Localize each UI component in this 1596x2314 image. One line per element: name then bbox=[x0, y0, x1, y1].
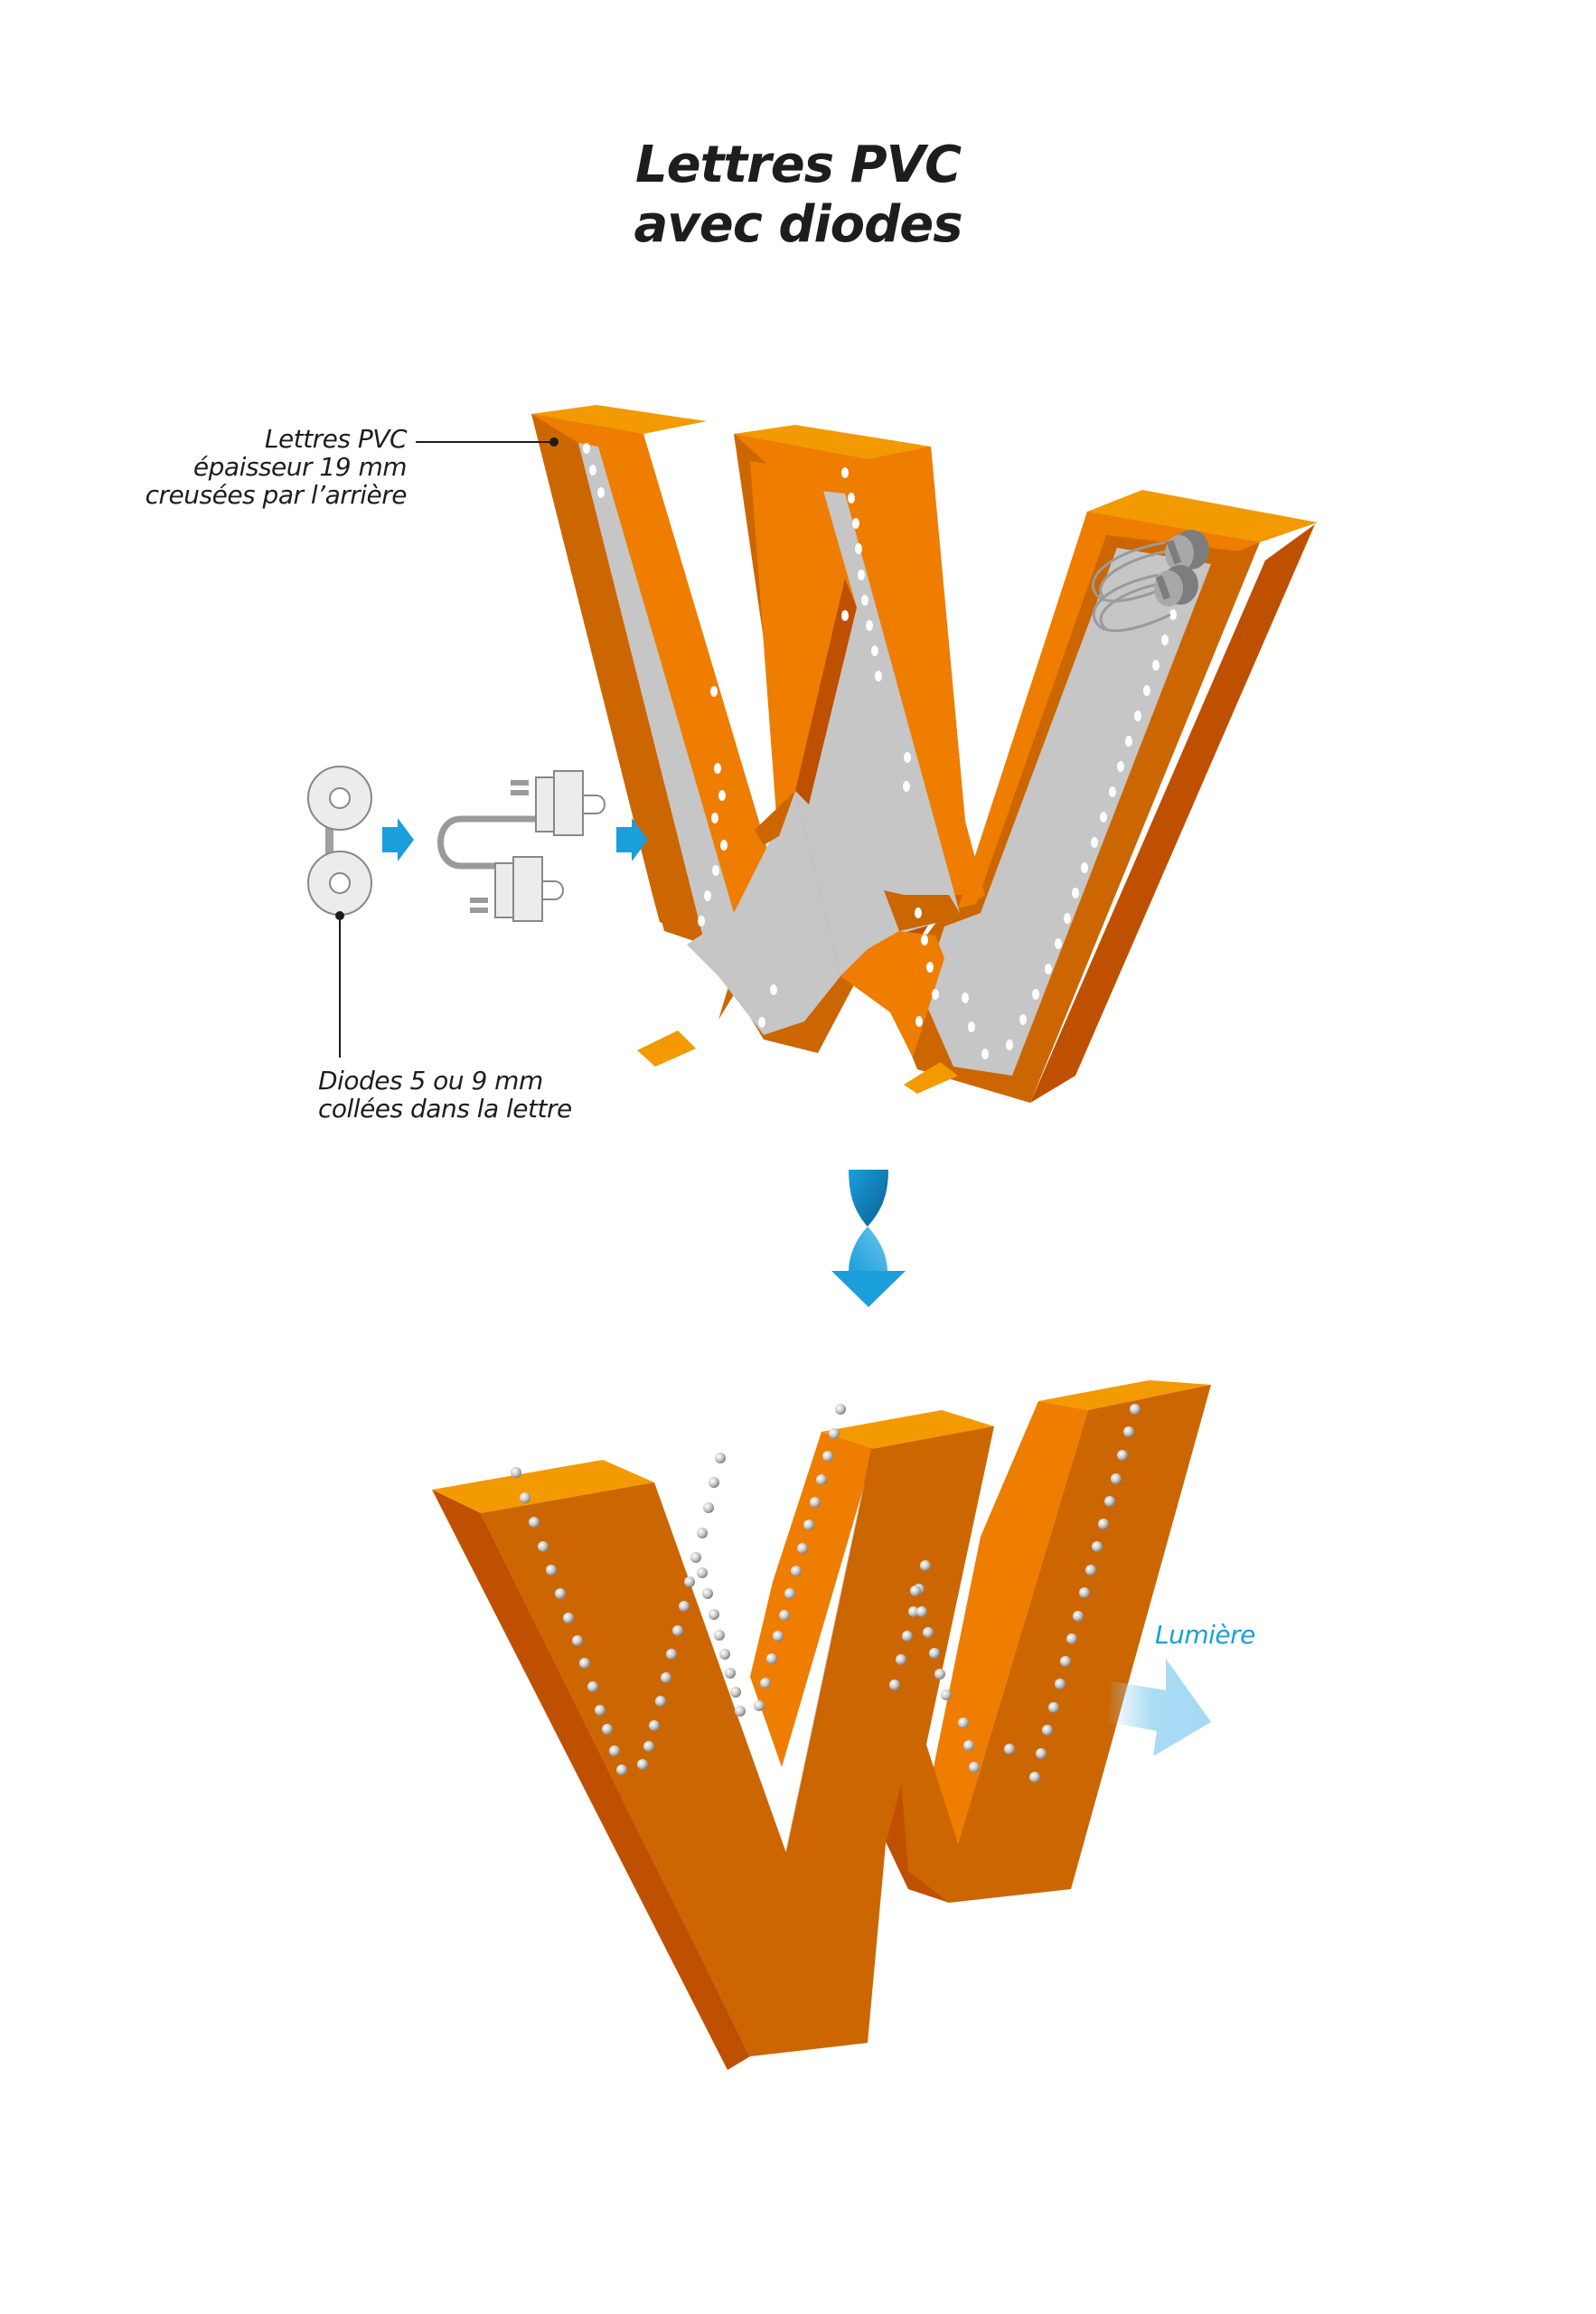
diodes-callout-label: Diodes 5 ou 9 mm collées dans la lettre bbox=[318, 1067, 643, 1123]
title-line-2: avec diodes bbox=[634, 195, 962, 254]
diodes-callout-leader bbox=[335, 911, 344, 1058]
diode-pair-in-letter-icon bbox=[1091, 530, 1209, 633]
pvc-callout-line-2: épaisseur 19 mm bbox=[192, 452, 408, 482]
top-letter-w bbox=[531, 405, 1318, 1103]
diodes-callout-line-1: Diodes 5 ou 9 mm bbox=[318, 1066, 543, 1096]
diode-side-view-icon bbox=[437, 770, 606, 922]
middle-stroke-side bbox=[750, 1432, 875, 1767]
pvc-callout-line-3: creusées par l’arrière bbox=[145, 480, 408, 510]
pvc-callout-leader bbox=[416, 437, 559, 447]
pvc-callout-label: Lettres PVC épaisseur 19 mm creusées par… bbox=[117, 424, 408, 510]
top-face-right-stroke bbox=[1087, 490, 1318, 542]
light-label: Lumière bbox=[1155, 1621, 1336, 1649]
right-stroke-side bbox=[931, 1401, 1088, 1844]
light-arrow-icon bbox=[1107, 1659, 1211, 1756]
pvc-callout-line-1: Lettres PVC bbox=[264, 424, 408, 454]
interior-bottom-left bbox=[687, 791, 840, 1035]
front-face-left-v bbox=[481, 1426, 994, 2056]
light-label-text: Lumière bbox=[1155, 1620, 1255, 1650]
interior-left bbox=[578, 443, 734, 945]
arrow-right-icon bbox=[616, 818, 648, 861]
top-face-middle-stroke bbox=[734, 425, 931, 459]
diode-top-view-icon bbox=[307, 766, 372, 916]
arrow-right-icon bbox=[382, 818, 414, 861]
front-face-right-v bbox=[875, 1385, 1211, 1903]
page-title: Lettres PVC avec diodes bbox=[0, 136, 1596, 255]
diodes-callout-line-2: collées dans la lettre bbox=[318, 1094, 572, 1124]
interior-middle bbox=[795, 488, 960, 976]
bottom-letter-w bbox=[432, 1380, 1211, 2070]
top-face-left-stroke bbox=[531, 405, 707, 434]
title-line-1: Lettres PVC bbox=[634, 136, 962, 194]
twisted-down-arrow-icon bbox=[831, 1170, 906, 1307]
interior-right bbox=[922, 548, 1211, 1076]
